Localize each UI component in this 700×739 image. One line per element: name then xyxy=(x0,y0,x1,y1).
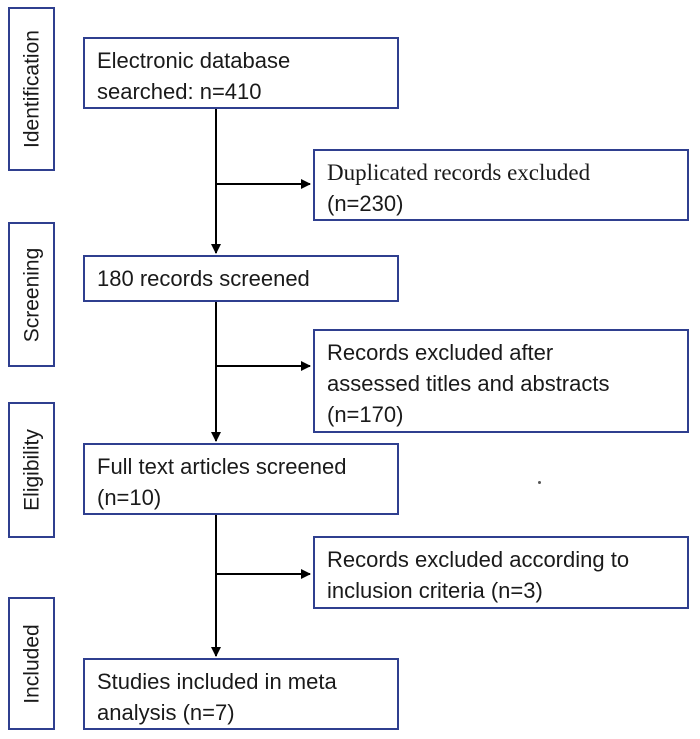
full-text-screened-line2: (n=10) xyxy=(97,485,162,510)
title-abstract-excluded-line3: (n=170) xyxy=(327,402,404,427)
stage-screening: Screening xyxy=(8,222,55,367)
box-studies-included: Studies included in meta analysis (n=7) xyxy=(83,658,399,730)
stage-included: Included xyxy=(8,597,55,730)
box-records-screened: 180 records screened xyxy=(83,255,399,302)
criteria-excluded-line2: inclusion criteria (n=3) xyxy=(327,578,543,603)
box-duplicates-excluded: Duplicated records excluded (n=230) xyxy=(313,149,689,221)
full-text-screened-line1: Full text articles screened xyxy=(97,454,347,479)
stage-eligibility: Eligibility xyxy=(8,402,55,538)
records-screened-line1: 180 records screened xyxy=(97,266,310,291)
duplicates-excluded-line2: (n=230) xyxy=(327,191,404,216)
title-abstract-excluded-line1: Records excluded after xyxy=(327,340,554,365)
criteria-excluded-line1: Records excluded according to xyxy=(327,547,630,572)
stray-dot xyxy=(538,481,541,484)
box-criteria-excluded: Records excluded according to inclusion … xyxy=(313,536,689,609)
box-full-text-screened: Full text articles screened (n=10) xyxy=(83,443,399,515)
studies-included-line1: Studies included in meta xyxy=(97,669,337,694)
box-database-search: Electronic database searched: n=410 xyxy=(83,37,399,109)
duplicates-excluded-line1: Duplicated records excluded xyxy=(327,160,591,185)
database-search-line2: searched: n=410 xyxy=(97,79,262,104)
studies-included-line2: analysis (n=7) xyxy=(97,700,235,725)
title-abstract-excluded-line2: assessed titles and abstracts xyxy=(327,371,610,396)
database-search-line1: Electronic database xyxy=(97,48,291,73)
box-title-abstract-excluded: Records excluded after assessed titles a… xyxy=(313,329,689,433)
stage-identification: Identification xyxy=(8,7,55,171)
